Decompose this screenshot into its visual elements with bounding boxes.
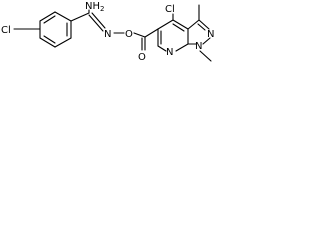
- pyridine-nitrogen-label: N: [166, 47, 173, 58]
- ring-double-bond: [197, 23, 206, 31]
- pyrazole-nitrogen-label: N: [207, 29, 214, 40]
- ring-bond: [187, 19, 200, 30]
- ring-bond: [54, 37, 72, 48]
- pyridine-ring: [157, 19, 189, 52]
- ring-bond: [157, 19, 174, 30]
- ring-bond: [202, 37, 211, 45]
- ring-bond: [175, 43, 189, 52]
- ring-double-bond: [43, 15, 56, 24]
- ring-bond: [54, 11, 72, 22]
- ring-bond: [39, 37, 56, 48]
- ether-oxygen-label: O: [125, 29, 133, 40]
- chlorophenyl-ring: [39, 11, 72, 48]
- chlorine-label: Cl: [165, 4, 175, 15]
- chlorine-label: Cl: [1, 25, 11, 36]
- imine-nitrogen-label: N: [104, 29, 111, 40]
- aryl-amidine-bond: [70, 12, 90, 22]
- amidine-cn-double-bond: [88, 14, 104, 32]
- amine-label-subscript: 2: [100, 5, 104, 13]
- ring-double-bond: [198, 19, 210, 30]
- o-carbonyl-bond: [133, 32, 146, 38]
- ring-double-bond: [172, 23, 185, 32]
- pyrazole-nitrogen-label: N: [195, 41, 202, 52]
- pyrazole-ring: [187, 19, 211, 45]
- chemical-structure-diagram: Cl NH2 N O Cl O N N N: [1, 1, 214, 63]
- ring-bond: [157, 45, 167, 52]
- methyl-bond: [199, 50, 212, 62]
- carbonyl-ring-bond: [144, 28, 159, 38]
- ring-double-bond: [43, 35, 56, 44]
- amine-label: NH2: [85, 1, 104, 13]
- ring-bond: [39, 11, 56, 22]
- amine-label-main: NH: [85, 1, 100, 12]
- amidine-cn-double-bond: [91, 12, 106, 29]
- carbonyl-oxygen-label: O: [138, 52, 146, 63]
- ring-bond: [172, 19, 189, 30]
